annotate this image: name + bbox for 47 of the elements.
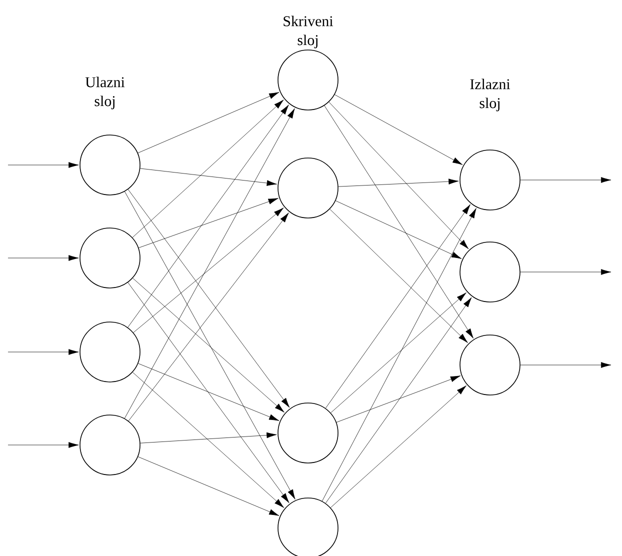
neuron-circle xyxy=(460,242,520,302)
arrow xyxy=(324,105,474,338)
arrow xyxy=(322,208,476,502)
arrow xyxy=(128,189,290,408)
neuron-circle xyxy=(278,158,338,218)
neuron-circle xyxy=(80,134,140,196)
arrow xyxy=(138,198,278,248)
arrow xyxy=(138,363,280,421)
arrow xyxy=(138,92,280,154)
arrow xyxy=(520,362,612,368)
arrow xyxy=(8,442,79,448)
arrow xyxy=(325,297,472,504)
layer-label: Ulazni sloj xyxy=(85,76,125,110)
neuron-circle xyxy=(80,228,140,288)
arrow xyxy=(8,255,79,261)
arrow xyxy=(138,456,280,516)
arrow xyxy=(336,376,461,422)
neuron-circle xyxy=(460,334,520,396)
arrow xyxy=(124,191,296,500)
neuron-circle xyxy=(278,402,338,464)
arrow xyxy=(140,432,277,444)
arrow xyxy=(338,178,459,187)
arrow xyxy=(133,208,284,333)
arrow xyxy=(335,200,462,259)
arrow xyxy=(330,385,466,508)
arrow xyxy=(328,102,469,250)
arrow xyxy=(128,212,289,422)
neuron-circle xyxy=(460,150,520,210)
arrow xyxy=(330,208,468,343)
arrow xyxy=(132,278,284,412)
arrow xyxy=(334,94,463,165)
arrow xyxy=(520,177,612,183)
neuron-circle xyxy=(80,322,140,382)
arrow xyxy=(128,104,289,328)
arrow xyxy=(330,292,466,414)
arrow xyxy=(132,372,284,508)
neuron-circle xyxy=(278,50,338,110)
arrow xyxy=(128,282,290,504)
arrow xyxy=(132,100,284,238)
arrow xyxy=(8,162,79,168)
arrow xyxy=(140,168,277,186)
layer-label: Izlazni sloj xyxy=(470,78,510,112)
arrow xyxy=(124,108,295,419)
neuron-circle xyxy=(80,414,140,476)
arrow xyxy=(325,204,470,408)
arrow xyxy=(520,269,612,275)
arrow xyxy=(8,349,79,355)
